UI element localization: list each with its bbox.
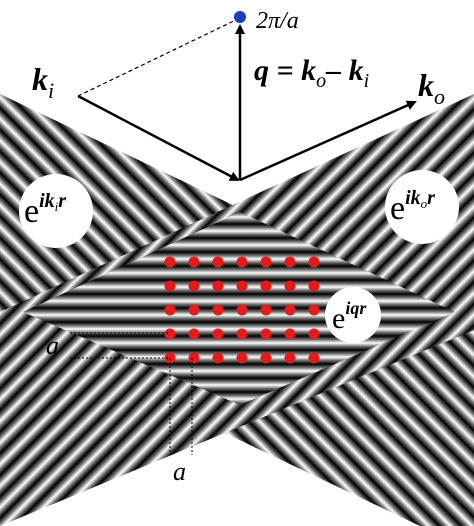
outgoing-wave-exponent-r: r <box>427 187 435 209</box>
outgoing-wave-label-background <box>385 170 459 244</box>
lattice-spacing-guides <box>70 332 193 455</box>
reciprocal-lattice-point <box>234 11 246 23</box>
reciprocal-dashed-line <box>77 17 241 97</box>
lattice-point <box>260 256 272 268</box>
outgoing-wave-label: eikor <box>390 187 435 227</box>
outgoing-wave-exponent-i: i <box>405 187 411 209</box>
k-outgoing-subscript: o <box>434 84 445 109</box>
lattice-point <box>164 280 176 292</box>
q-equation-start: q = k <box>254 54 316 87</box>
lattice-point <box>260 328 272 340</box>
lattice-point <box>164 304 176 316</box>
lattice-point <box>188 328 200 340</box>
lattice-point <box>212 256 224 268</box>
q-equation-subscript-2: i <box>364 70 370 92</box>
lattice-point <box>164 328 176 340</box>
lattice-point <box>284 328 296 340</box>
lattice-point <box>260 280 272 292</box>
k-outgoing-symbol: k <box>418 67 434 103</box>
lattice-point <box>212 304 224 316</box>
q-equation-label: q = ko– ki <box>254 54 369 92</box>
k-outgoing-label: ko <box>418 67 445 109</box>
outgoing-wave-base: e <box>390 190 405 227</box>
lattice-point <box>188 352 200 364</box>
outgoing-wave-exponent-sub: o <box>421 196 428 211</box>
lattice-spacing-label-horizontal: a <box>173 457 186 486</box>
lattice-point <box>308 304 320 316</box>
lattice-point <box>284 304 296 316</box>
lattice-point <box>284 256 296 268</box>
q-wave-label-background <box>325 287 381 343</box>
lattice-point <box>164 256 176 268</box>
k-incident-symbol: k <box>32 61 48 97</box>
lattice-point <box>308 352 320 364</box>
lattice-point <box>188 304 200 316</box>
lattice-point <box>308 280 320 292</box>
incident-wave-exponent-k: k <box>45 190 55 212</box>
incident-wave-label-background <box>19 174 93 248</box>
outgoing-wave-exponent-k: k <box>411 187 421 209</box>
lattice-point <box>212 328 224 340</box>
q-wave-base: e <box>332 302 345 335</box>
incident-wave-label: eikir <box>24 190 66 230</box>
q-equation-middle: – k <box>325 54 364 87</box>
reciprocal-point-label: 2π/a <box>256 8 299 34</box>
q-wave-label: eiqr <box>332 298 367 335</box>
lattice-point <box>236 280 248 292</box>
lattice-point <box>284 352 296 364</box>
incident-wave-exponent-sub: i <box>55 199 59 214</box>
lattice-point <box>236 304 248 316</box>
k-incident-label: ki <box>32 61 54 103</box>
crystal-lattice <box>164 256 320 364</box>
k-outgoing-arrow <box>239 100 417 182</box>
lattice-point <box>212 280 224 292</box>
k-incident-subscript: i <box>48 78 54 103</box>
lattice-point <box>188 256 200 268</box>
lattice-point <box>308 256 320 268</box>
incident-wave-exponent-i: i <box>39 190 45 212</box>
incident-wave-exponent-r: r <box>58 190 66 212</box>
lattice-point <box>308 328 320 340</box>
lattice-point <box>236 328 248 340</box>
lattice-point <box>188 280 200 292</box>
q-wave-exponent: iqr <box>345 298 367 318</box>
lattice-point <box>212 352 224 364</box>
q-equation-subscript-1: o <box>316 70 326 92</box>
k-incident-arrow <box>77 94 240 182</box>
lattice-point <box>260 352 272 364</box>
lattice-point <box>260 304 272 316</box>
incident-wave-base: e <box>24 193 39 230</box>
lattice-spacing-label-vertical: a <box>46 331 59 360</box>
lattice-point <box>236 256 248 268</box>
lattice-point <box>236 352 248 364</box>
lattice-point <box>284 280 296 292</box>
